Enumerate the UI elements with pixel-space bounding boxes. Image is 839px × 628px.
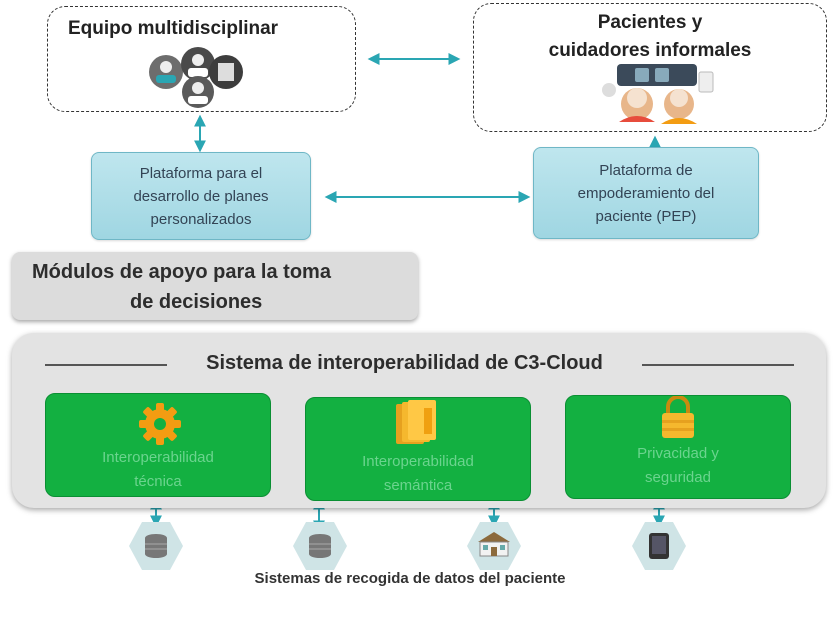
team-box: Equipo multidisciplinar [47,6,356,112]
technical-interop-line2: técnica [134,473,182,490]
title-divider-left [45,364,167,366]
platform-pep-line2: empoderamiento del [577,184,715,202]
privacy-line1: Privacidad y [637,445,719,462]
platform-plans-line1: Plataforma para el [139,164,263,182]
database-icon [293,522,347,570]
semantic-interop-box: Interoperabilidad semántica [305,397,531,501]
technical-interop-box: Interoperabilidad técnica [45,393,271,497]
modules-line2: de decisiones [130,291,263,313]
gear-icon [139,403,181,445]
platform-plans-box: Plataforma para el desarrollo de planes … [91,152,311,240]
platform-pep-box: Plataforma de empoderamiento del pacient… [533,147,759,239]
platform-pep-line3: paciente (PEP) [595,207,697,225]
semantic-interop-line1: Interoperabilidad [362,453,474,470]
team-icons [149,47,243,108]
decision-modules-box: Módulos de apoyo para la toma de decisio… [12,252,418,320]
database-icon [129,522,183,570]
privacy-line2: seguridad [645,469,711,486]
patients-title-line2: cuidadores informales [548,40,752,61]
platform-plans-line3: personalizados [150,210,252,228]
modules-line1: Módulos de apoyo para la toma [32,261,331,283]
semantic-interop-line2: semántica [383,477,453,494]
data-sources-label: Sistemas de recogida de datos del pacien… [254,570,566,587]
platform-pep-line1: Plataforma de [599,161,693,179]
interop-title: Sistema de interoperabilidad de C3-Cloud [206,352,603,374]
tablet-icon [632,522,686,570]
patients-box: Pacientes y cuidadores informales [473,3,827,132]
patients-devices-icon [602,64,714,124]
folders-icon [396,400,436,444]
platform-plans-line2: desarrollo de planes [133,187,269,205]
padlock-icon [662,396,694,438]
team-title: Equipo multidisciplinar [68,18,279,39]
hospital-icon [467,522,521,570]
technical-interop-line1: Interoperabilidad [102,449,214,466]
title-divider-right [642,364,794,366]
privacy-security-box: Privacidad y seguridad [565,395,791,499]
patients-title-line1: Pacientes y [597,12,703,33]
